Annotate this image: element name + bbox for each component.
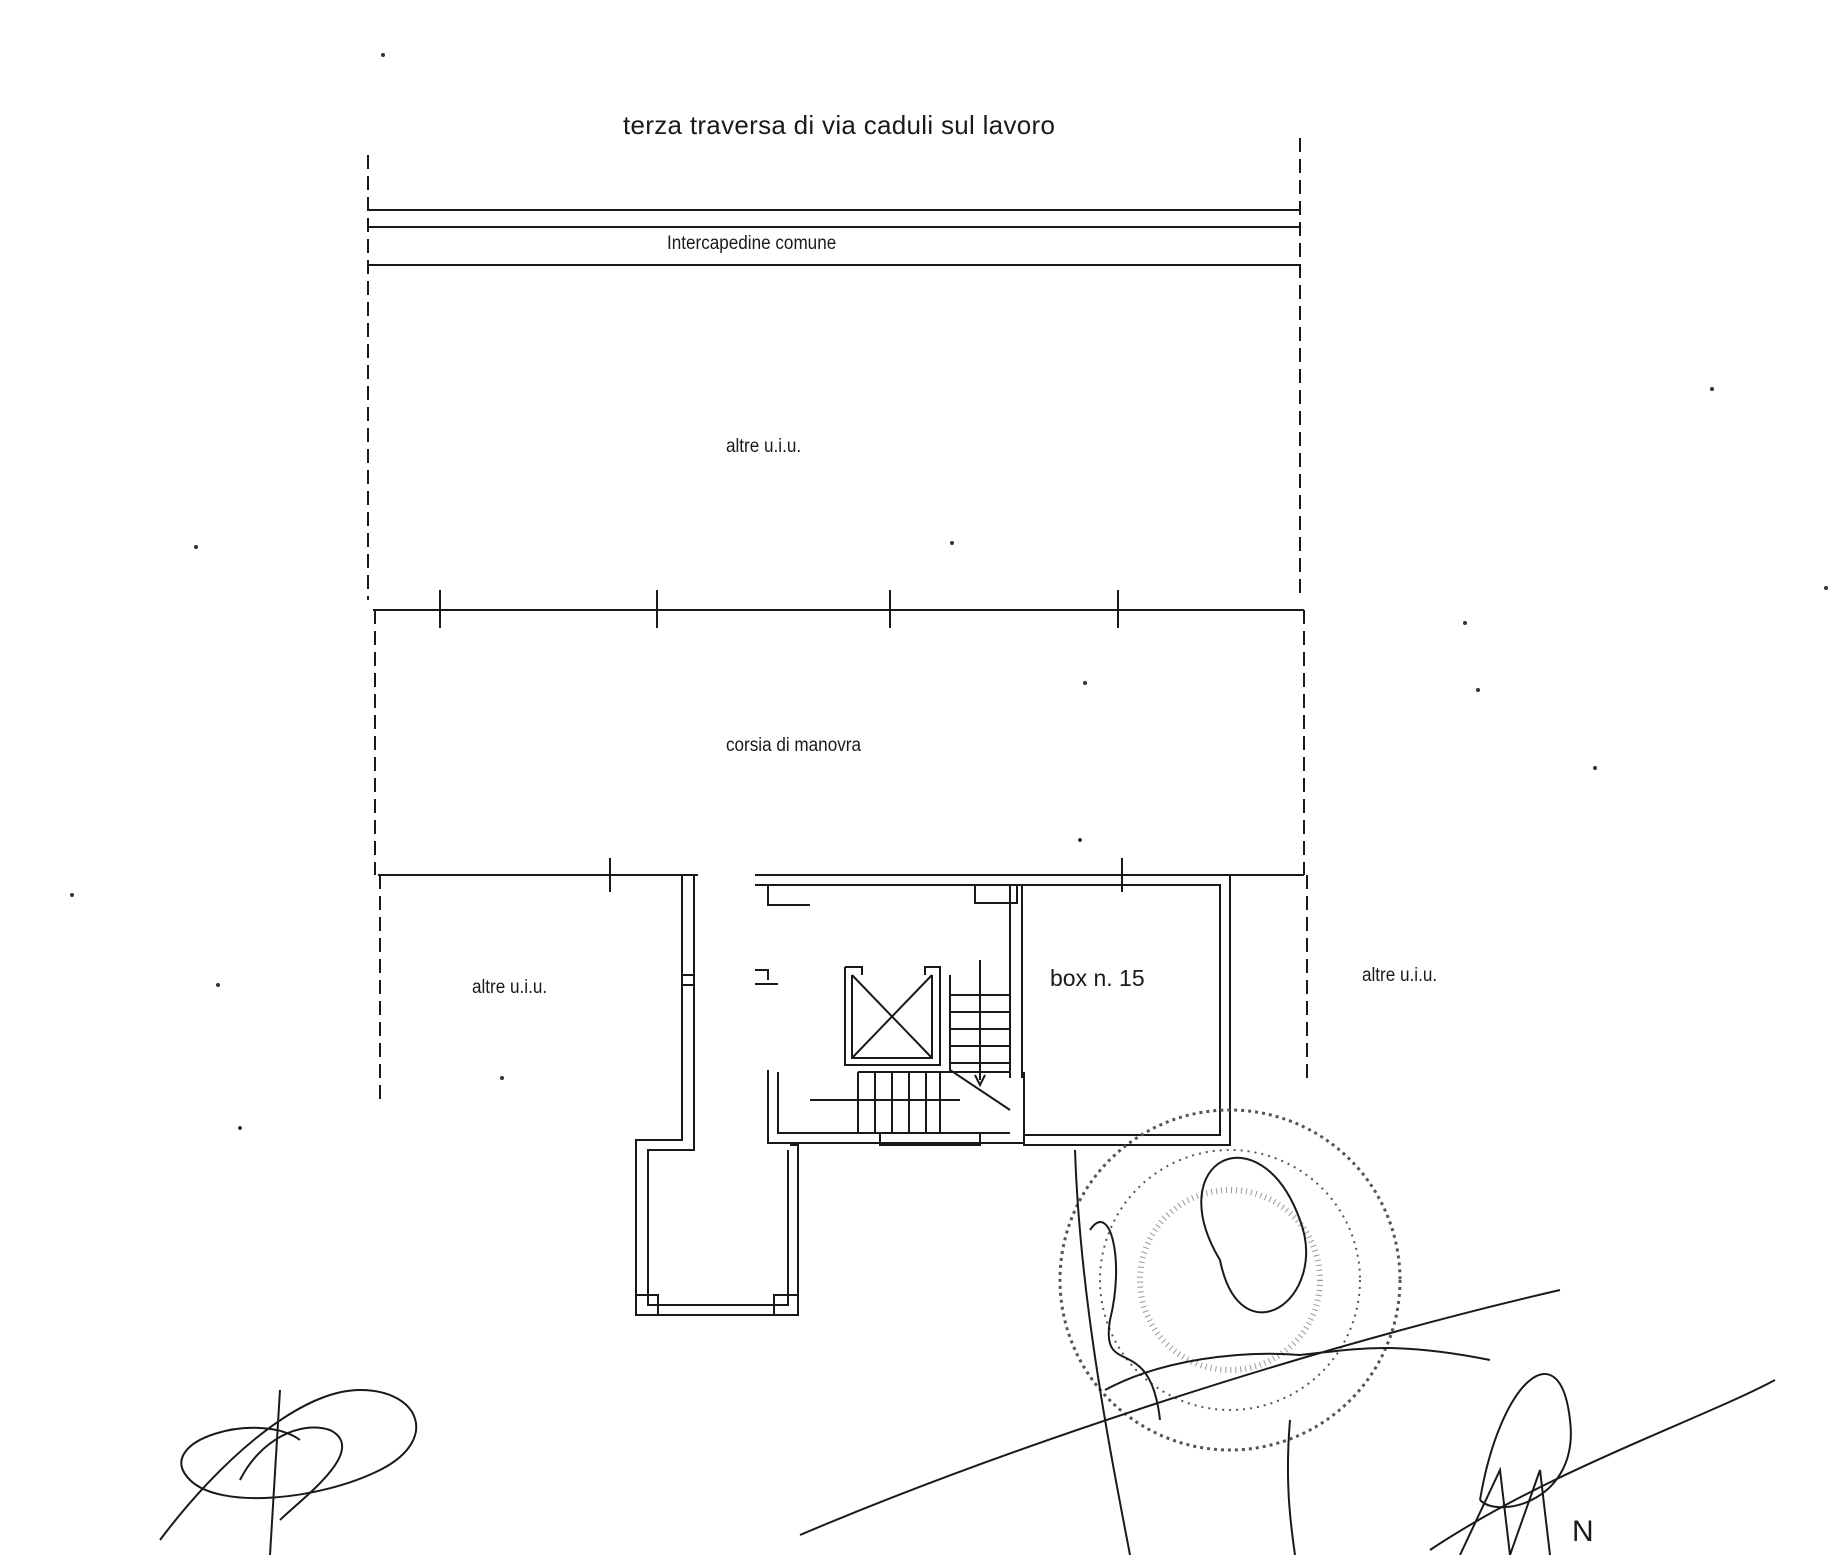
seal-stamp: [1058, 1108, 1402, 1452]
intercapedine-label: Intercapedine comune: [667, 233, 837, 254]
north-arrow-label: N: [1572, 1515, 1594, 1548]
top-unit-label: altre u.i.u.: [726, 436, 802, 457]
box-label: box n. 15: [1050, 965, 1145, 991]
right-unit-label: altre u.i.u.: [1362, 965, 1438, 986]
corsia-label: corsia di manovra: [726, 735, 861, 756]
signature-marks: [159, 1149, 1776, 1555]
left-unit-label: altre u.i.u.: [472, 977, 548, 998]
street-label: terza traversa di via caduli sul lavoro: [623, 110, 1056, 140]
